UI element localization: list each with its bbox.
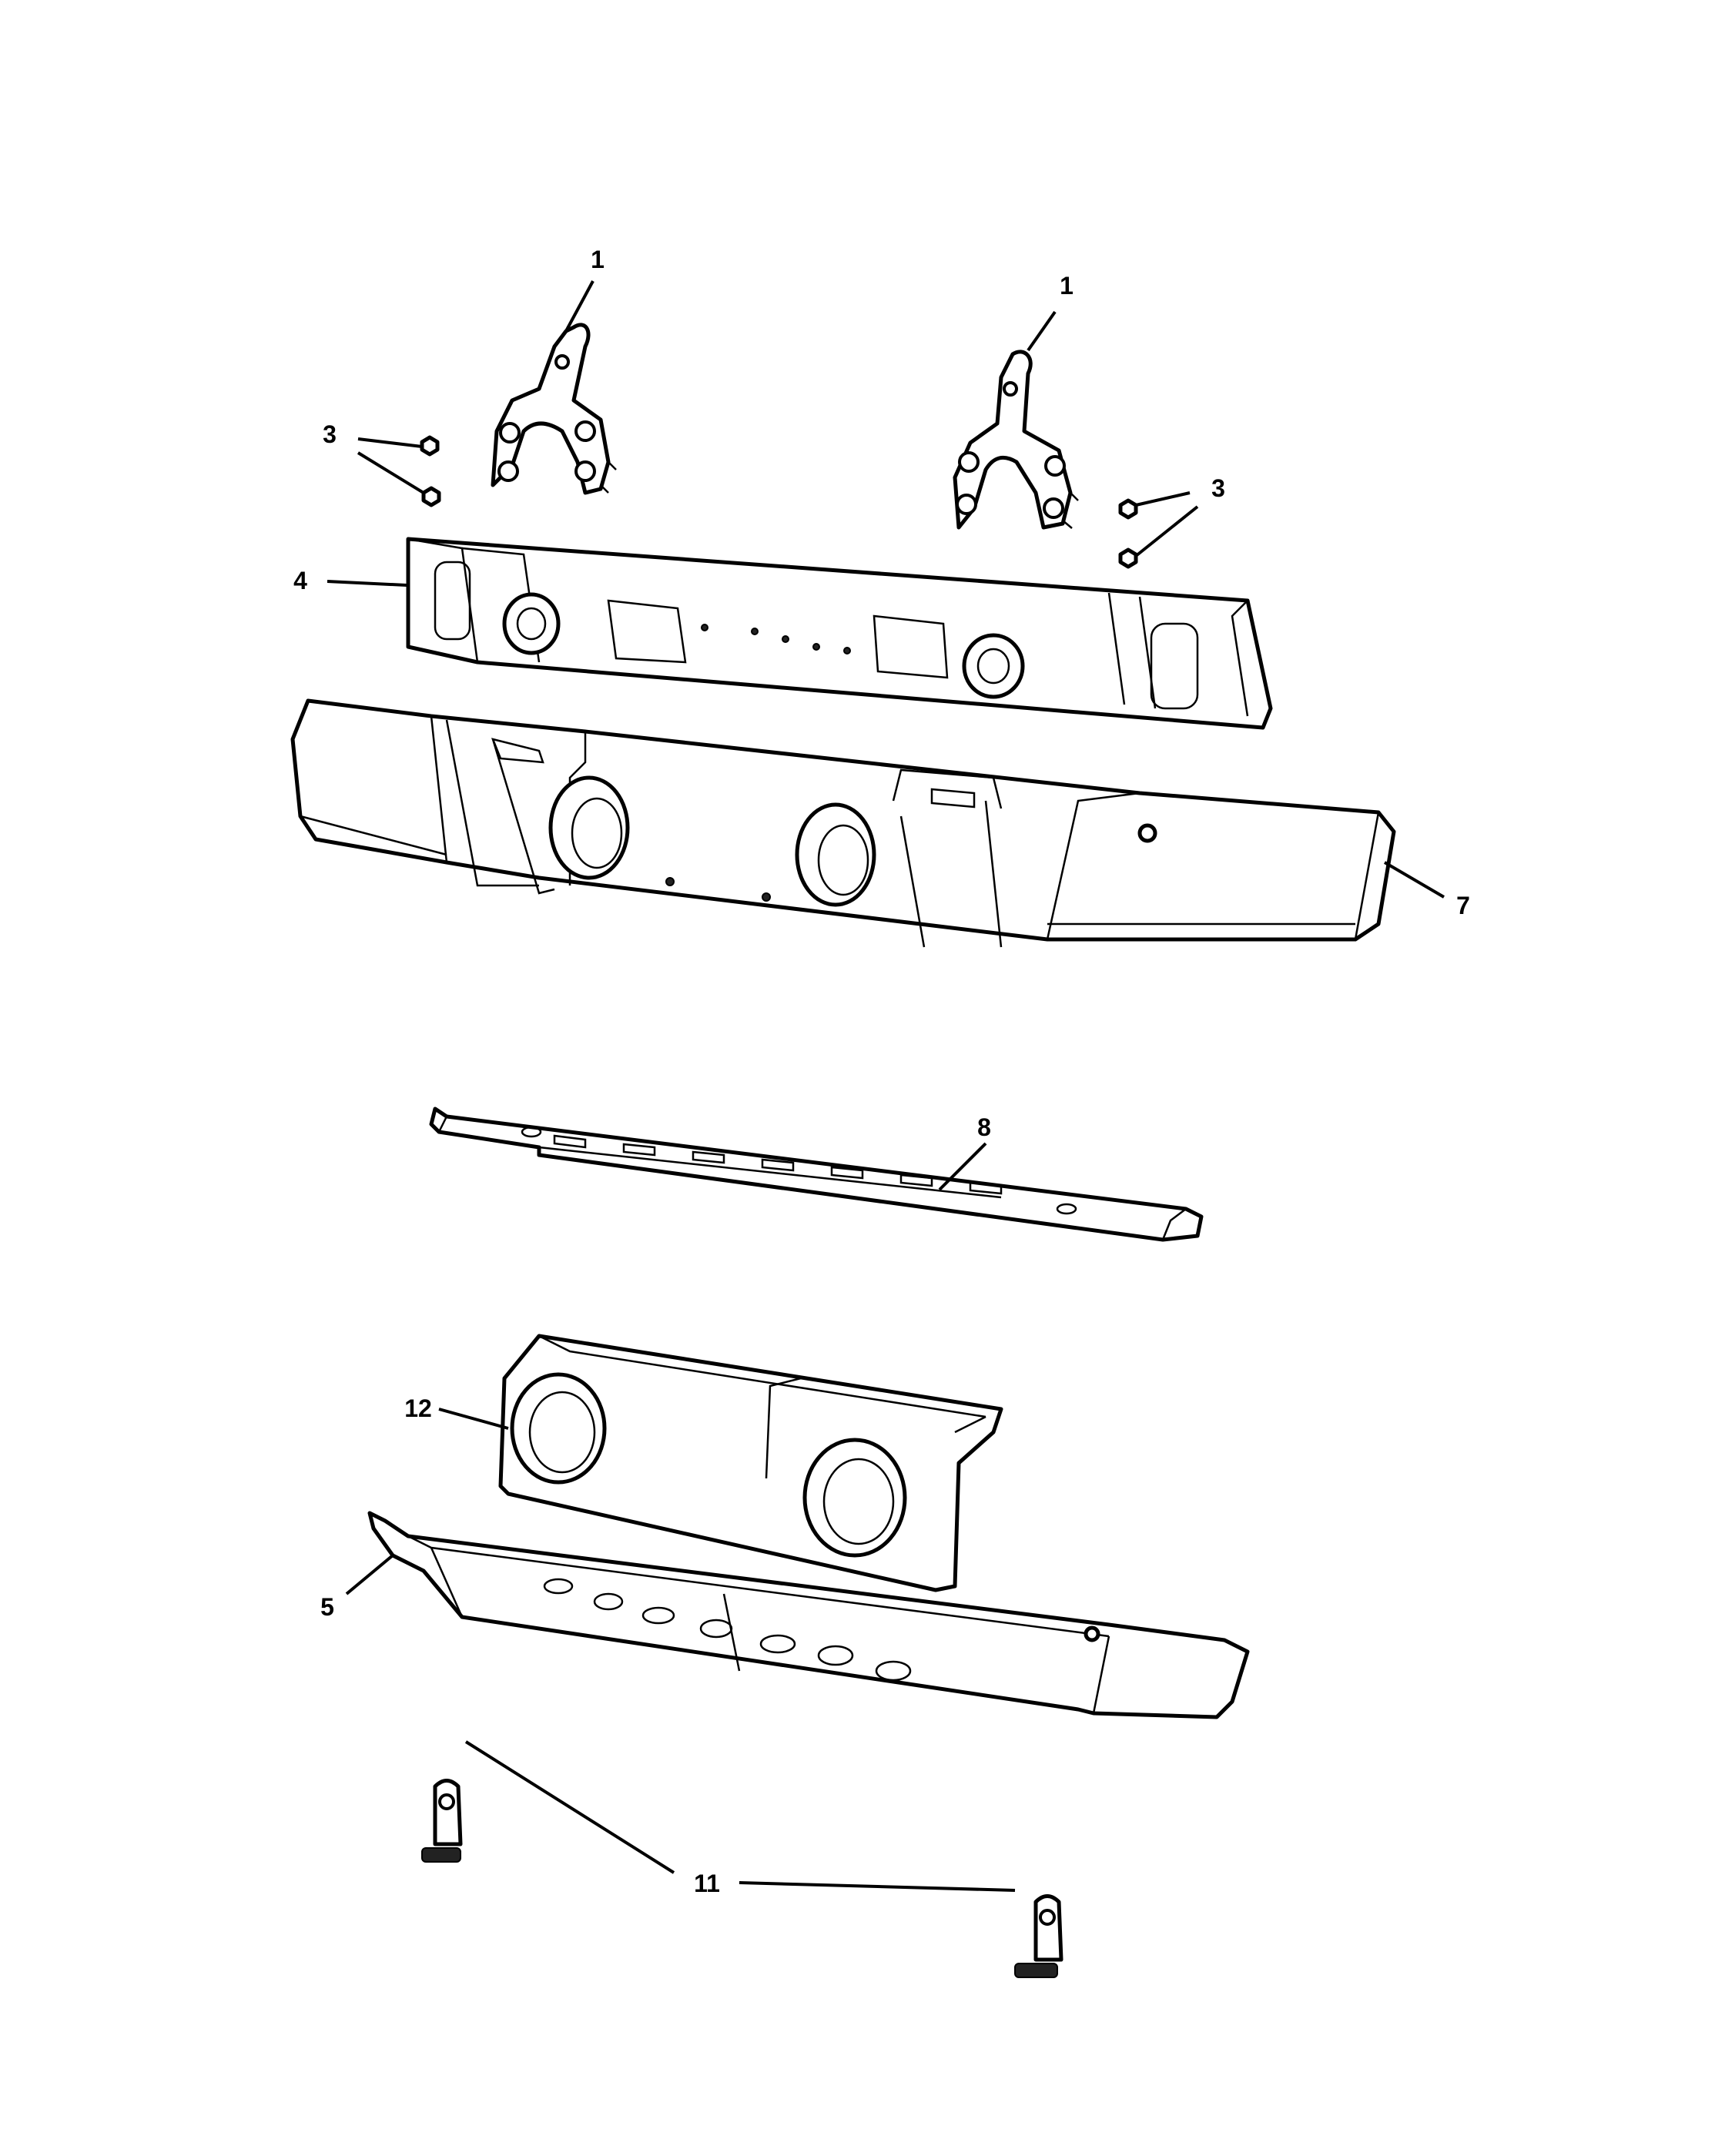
trim-strip — [429, 1106, 1204, 1242]
skid-plate — [367, 1511, 1250, 1719]
reinforcement-beam — [406, 537, 1273, 730]
callout-1-left: 1 — [591, 246, 605, 273]
lamp-panel — [498, 1334, 1003, 1592]
callout-4: 4 — [293, 567, 307, 594]
callout-8: 8 — [977, 1113, 991, 1141]
bumper-fascia — [290, 698, 1396, 948]
callout-11: 11 — [694, 1870, 720, 1897]
tow-hooks — [421, 1779, 1063, 1978]
nuts — [420, 435, 1138, 569]
callout-5: 5 — [320, 1593, 334, 1621]
callouts: 1 1 3 3 4 7 8 12 5 11 — [293, 246, 1470, 1897]
bracket-right — [953, 350, 1079, 530]
callout-1-right: 1 — [1060, 272, 1074, 300]
bracket-left — [491, 323, 617, 495]
callout-7: 7 — [1456, 892, 1470, 919]
callout-3-right: 3 — [1211, 474, 1225, 502]
leader-lines — [327, 280, 1445, 1892]
callout-3-left: 3 — [323, 420, 337, 448]
callout-12: 12 — [404, 1394, 432, 1422]
